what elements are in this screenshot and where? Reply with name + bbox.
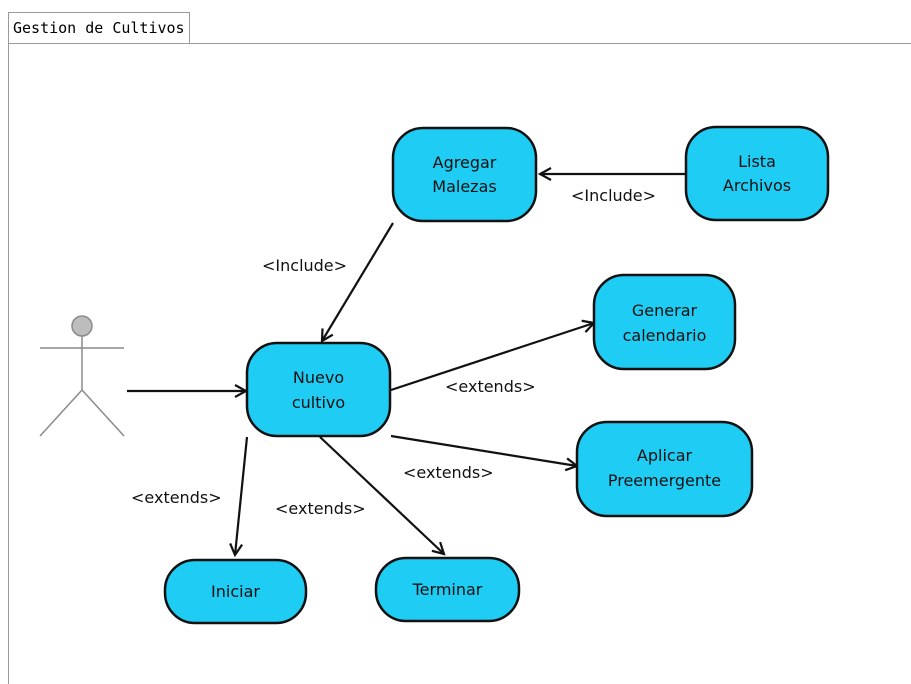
actor-right-leg <box>81 389 125 437</box>
use-case-label: Archivos <box>723 176 791 195</box>
extends-label-aplicar: <extends> <box>403 463 494 482</box>
use-case-nuevo-cultivo[interactable]: Nuevo cultivo <box>245 341 392 438</box>
use-case-terminar[interactable]: Terminar <box>374 556 521 623</box>
diagram-frame-title: Gestion de Cultivos <box>8 12 190 44</box>
use-case-label: Lista <box>738 152 776 171</box>
use-case-iniciar[interactable]: Iniciar <box>163 558 308 625</box>
frame-top-border <box>8 43 911 44</box>
include-label-lista-agregar: <Include> <box>571 186 656 205</box>
use-case-label: Aplicar <box>637 446 693 465</box>
extends-label-terminar: <extends> <box>275 499 366 518</box>
use-case-label: Terminar <box>412 580 483 599</box>
extends-label-generar: <extends> <box>445 377 536 396</box>
use-case-label: Agregar <box>433 153 497 172</box>
actor-head <box>71 315 93 337</box>
use-case-label: cultivo <box>292 393 345 412</box>
use-case-label: Malezas <box>432 177 496 196</box>
include-label-agregar-nuevo: <Include> <box>262 256 347 275</box>
use-case-aplicar-preemergente[interactable]: Aplicar Preemergente <box>575 420 754 518</box>
use-case-generar-calendario[interactable]: Generar calendario <box>592 273 737 371</box>
use-case-agregar-malezas[interactable]: Agregar Malezas <box>391 126 538 223</box>
include-edge-agregar-to-nuevo[interactable] <box>322 222 394 341</box>
use-case-label: Nuevo <box>293 368 344 387</box>
frame-left-border <box>8 43 9 684</box>
use-case-label: calendario <box>623 326 707 345</box>
actor-left-leg <box>39 389 83 437</box>
extends-edge-nuevo-to-iniciar[interactable] <box>235 436 249 555</box>
extends-label-iniciar: <extends> <box>131 488 222 507</box>
use-case-label: Iniciar <box>211 582 260 601</box>
extends-edge-nuevo-to-terminar[interactable] <box>319 436 444 554</box>
extends-edge-nuevo-to-generar[interactable] <box>390 323 594 392</box>
extends-edge-nuevo-to-aplicar[interactable] <box>390 434 577 466</box>
actor-icon[interactable] <box>39 315 125 437</box>
use-case-lista-archivos[interactable]: Lista Archivos <box>684 125 830 222</box>
use-case-label: Generar <box>632 301 698 320</box>
use-case-label: Preemergente <box>608 471 721 490</box>
